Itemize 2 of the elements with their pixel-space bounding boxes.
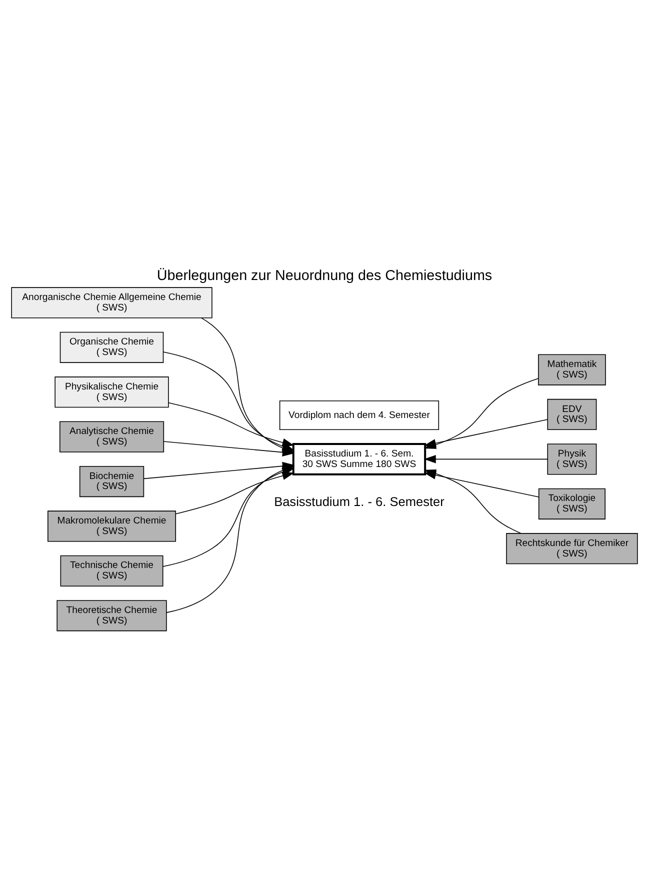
- diagram-title: Überlegungen zur Neuordnung des Chemiestudiums: [156, 268, 492, 284]
- label: Basisstudium 1. - 6. Semester: [274, 494, 444, 510]
